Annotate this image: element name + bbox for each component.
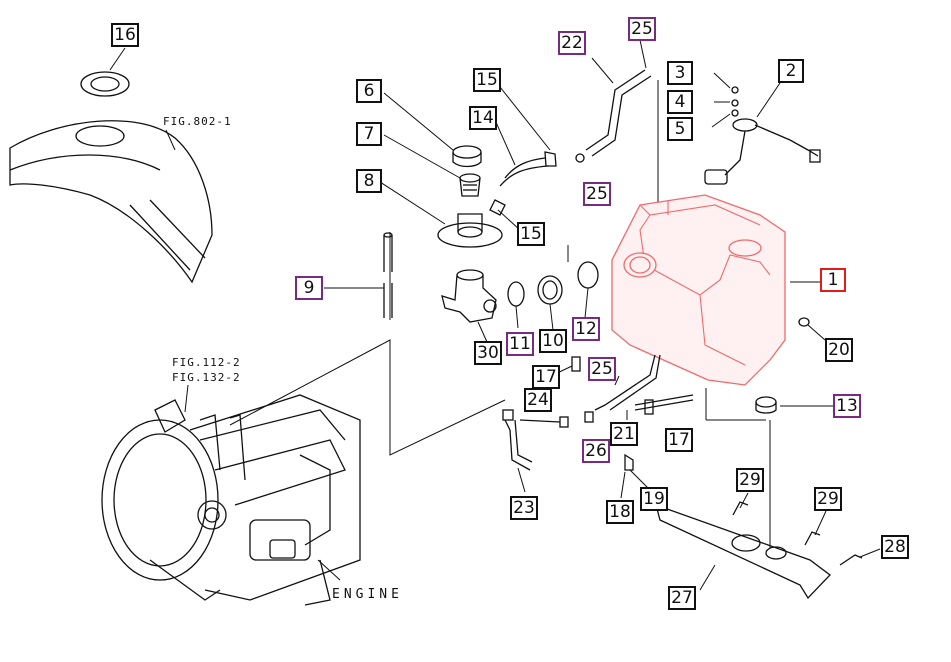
callout-29-left[interactable]: 29 bbox=[736, 468, 764, 492]
tank-bracket bbox=[655, 501, 863, 600]
svg-text:10: 10 bbox=[542, 331, 564, 351]
svg-text:25: 25 bbox=[586, 184, 608, 204]
engine-illustration bbox=[101, 394, 361, 606]
fig132-label: FIG.132-2 bbox=[172, 371, 241, 384]
callout-27[interactable]: 27 bbox=[668, 586, 696, 610]
callout-13[interactable]: 13 bbox=[833, 394, 861, 418]
callout-15-top[interactable]: 15 bbox=[473, 68, 501, 92]
callout-2[interactable]: 2 bbox=[778, 59, 804, 83]
fig802-label: FIG.802-1 bbox=[163, 115, 232, 128]
callout-25-top[interactable]: 25 bbox=[628, 17, 656, 41]
callout-17-right[interactable]: 17 bbox=[665, 428, 693, 452]
callout-25-low[interactable]: 25 bbox=[588, 357, 616, 381]
callout-29-right[interactable]: 29 bbox=[814, 487, 842, 511]
callout-17-left[interactable]: 17 bbox=[532, 365, 560, 389]
callout-1[interactable]: 1 bbox=[820, 268, 846, 292]
rubber-mount bbox=[755, 396, 777, 414]
engine-label: ENGINE bbox=[332, 587, 403, 602]
svg-text:26: 26 bbox=[585, 441, 607, 461]
svg-text:1: 1 bbox=[828, 270, 839, 290]
svg-text:8: 8 bbox=[364, 171, 375, 191]
svg-text:14: 14 bbox=[472, 108, 494, 128]
callout-19[interactable]: 19 bbox=[640, 487, 668, 511]
breather-hose bbox=[489, 151, 557, 216]
hose-band-and-clamps bbox=[507, 261, 599, 307]
svg-text:4: 4 bbox=[675, 92, 686, 112]
svg-text:18: 18 bbox=[609, 502, 631, 522]
callout-8[interactable]: 8 bbox=[356, 169, 382, 193]
callout-30[interactable]: 30 bbox=[474, 341, 502, 365]
callout-4[interactable]: 4 bbox=[667, 90, 693, 114]
vent-pipe bbox=[575, 69, 652, 163]
filler-neck bbox=[441, 269, 497, 323]
filler-cap bbox=[452, 145, 482, 168]
svg-text:2: 2 bbox=[786, 61, 797, 81]
seal-ring bbox=[80, 71, 130, 97]
svg-text:24: 24 bbox=[527, 390, 549, 410]
svg-text:15: 15 bbox=[476, 70, 498, 90]
callout-25-mid[interactable]: 25 bbox=[583, 182, 611, 206]
strainer bbox=[459, 173, 481, 197]
svg-text:5: 5 bbox=[675, 119, 686, 139]
svg-text:28: 28 bbox=[884, 537, 906, 557]
svg-text:22: 22 bbox=[561, 33, 583, 53]
svg-text:3: 3 bbox=[675, 63, 686, 83]
svg-text:23: 23 bbox=[513, 498, 535, 518]
breather-pipe bbox=[383, 232, 393, 318]
svg-text:20: 20 bbox=[828, 340, 850, 360]
svg-text:12: 12 bbox=[575, 319, 597, 339]
svg-text:21: 21 bbox=[613, 424, 635, 444]
callout-7[interactable]: 7 bbox=[356, 122, 382, 146]
callout-10[interactable]: 10 bbox=[539, 329, 567, 353]
callout-15-mid[interactable]: 15 bbox=[517, 222, 545, 246]
svg-text:30: 30 bbox=[477, 343, 499, 363]
callout-20[interactable]: 20 bbox=[825, 338, 853, 362]
svg-text:19: 19 bbox=[643, 489, 665, 509]
callout-5[interactable]: 5 bbox=[667, 117, 693, 141]
callout-21[interactable]: 21 bbox=[610, 422, 638, 446]
svg-text:29: 29 bbox=[817, 489, 839, 509]
svg-text:16: 16 bbox=[114, 25, 136, 45]
callout-6[interactable]: 6 bbox=[356, 79, 382, 103]
svg-text:9: 9 bbox=[304, 278, 315, 298]
svg-text:15: 15 bbox=[520, 224, 542, 244]
callout-3[interactable]: 3 bbox=[667, 61, 693, 85]
callout-18[interactable]: 18 bbox=[606, 500, 634, 524]
svg-text:13: 13 bbox=[836, 396, 858, 416]
drain-plug bbox=[798, 317, 810, 327]
callout-14[interactable]: 14 bbox=[469, 106, 497, 130]
svg-text:27: 27 bbox=[671, 588, 693, 608]
callout-24[interactable]: 24 bbox=[524, 388, 552, 412]
svg-text:6: 6 bbox=[364, 81, 375, 101]
svg-text:25: 25 bbox=[591, 359, 613, 379]
fuel-pipes bbox=[502, 354, 694, 471]
callout-22[interactable]: 22 bbox=[558, 31, 586, 55]
svg-text:25: 25 bbox=[631, 19, 653, 39]
fig112-label: FIG.112-2 bbox=[172, 356, 241, 369]
callout-11[interactable]: 11 bbox=[506, 332, 534, 356]
svg-text:11: 11 bbox=[509, 334, 531, 354]
svg-text:17: 17 bbox=[535, 367, 557, 387]
callout-12[interactable]: 12 bbox=[572, 317, 600, 341]
filler-plate bbox=[437, 213, 503, 248]
svg-text:29: 29 bbox=[739, 470, 761, 490]
svg-text:7: 7 bbox=[364, 124, 375, 144]
callout-9[interactable]: 9 bbox=[295, 276, 323, 300]
sender-unit bbox=[704, 86, 821, 185]
fender-panel bbox=[9, 120, 213, 284]
callout-23[interactable]: 23 bbox=[510, 496, 538, 520]
callout-26[interactable]: 26 bbox=[582, 439, 610, 463]
svg-text:17: 17 bbox=[668, 430, 690, 450]
fuel-tank bbox=[611, 194, 786, 386]
callout-28[interactable]: 28 bbox=[881, 535, 909, 559]
callout-16[interactable]: 16 bbox=[111, 23, 139, 47]
